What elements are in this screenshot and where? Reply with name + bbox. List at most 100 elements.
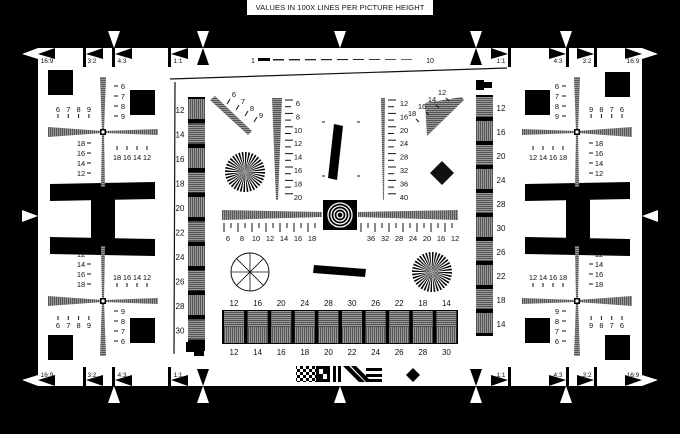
wedge-tick <box>253 116 258 123</box>
aspect-bar <box>168 48 171 67</box>
siemens-star-left <box>245 162 264 172</box>
black-square <box>48 335 73 360</box>
i-shape-left <box>50 182 155 201</box>
aspect-bar <box>508 48 511 67</box>
corner-marker <box>476 80 484 90</box>
cross-wedge-h <box>48 296 103 306</box>
siemens-star-left <box>225 172 245 176</box>
aspect-flag <box>86 48 103 59</box>
corner-label: 14 <box>77 260 85 269</box>
siemens-star-left <box>245 172 249 192</box>
siemens-star-left <box>245 152 251 172</box>
siemens-star-right <box>432 265 452 272</box>
corner-label: 16 <box>123 273 131 282</box>
aspect-label-16-9: 16:9 <box>627 58 640 65</box>
frame-hourglass <box>197 31 209 48</box>
cross-center <box>101 130 105 134</box>
corner-label: 14 <box>595 159 603 168</box>
siemens-star-right <box>432 252 434 272</box>
scale-label-start: 1 <box>251 58 255 65</box>
cross-wedge-v <box>575 132 579 187</box>
aspect-flag <box>491 375 508 386</box>
siemens-star-left <box>245 172 255 191</box>
corner-label: 14 <box>77 159 85 168</box>
corner-label: 6 <box>620 321 624 330</box>
logo <box>406 368 420 382</box>
bottom-bar-top-label: 22 <box>395 299 404 308</box>
siemens-star-right <box>412 272 432 276</box>
aspect-label-4-3: 4:3 <box>117 58 126 65</box>
left-strip-label: 22 <box>176 229 185 238</box>
frame-hourglass <box>470 369 482 386</box>
corner-label: 14 <box>539 153 547 162</box>
v-wedge-right-label: 28 <box>400 153 408 162</box>
chart-header: VALUES IN 100X LINES PER PICTURE HEIGHT <box>247 0 433 15</box>
siemens-star-left <box>245 172 265 178</box>
aspect-flag-169 <box>625 375 642 386</box>
aspect-label-3-2: 3:2 <box>87 58 96 65</box>
siemens-star-left <box>245 165 265 172</box>
siemens-star-left <box>226 172 245 182</box>
cross-wedge-v <box>101 132 105 187</box>
left-strip-label: 14 <box>176 131 185 140</box>
v-wedge-left-label: 6 <box>296 99 300 108</box>
siemens-star-left <box>241 152 245 172</box>
frame-triangle <box>334 386 346 403</box>
right-strip-label: 26 <box>497 248 506 257</box>
corner-label: 8 <box>555 102 559 111</box>
bottom-bar-bottom-label: 12 <box>230 348 239 357</box>
cross-wedge-v <box>101 246 105 301</box>
diag-right-label: 16 <box>418 102 426 111</box>
bar-patch <box>365 327 386 343</box>
corner-label: 7 <box>66 321 70 330</box>
frame-hourglass <box>470 31 482 48</box>
bottom-bar-top-label: 14 <box>442 299 451 308</box>
siemens-star-right <box>432 252 438 272</box>
aspect-label-1-1: 1:1 <box>496 58 505 65</box>
aspect-label-16-9: 16:9 <box>41 372 54 379</box>
siemens-star-left <box>245 153 254 172</box>
left-strip-label: 30 <box>176 327 185 336</box>
v-wedge-right-label: 32 <box>400 166 408 175</box>
aspect-bar <box>594 367 597 386</box>
siemens-star-left <box>230 172 245 188</box>
cross-wedge-h <box>577 127 632 137</box>
siemens-star-right <box>432 272 448 287</box>
right-strip-segment <box>476 97 493 117</box>
frame-triangle <box>108 386 120 403</box>
v-wedge-right-label: 16 <box>400 112 408 121</box>
h-wedge-left-label: 14 <box>280 234 288 243</box>
siemens-star-right <box>432 272 452 278</box>
horizontal-wedge-right <box>358 210 458 220</box>
right-strip-label: 16 <box>497 128 506 137</box>
h-wedge-right-label: 28 <box>395 234 403 243</box>
bottom-bar-top-label: 18 <box>418 299 427 308</box>
aspect-arrow-169 <box>22 48 38 59</box>
checker-coarse <box>319 369 323 374</box>
cross-center <box>101 299 105 303</box>
cross-wedge-h <box>48 127 103 137</box>
bar-patch <box>294 327 315 343</box>
corner-label: 9 <box>87 321 91 330</box>
corner-label: 14 <box>133 273 141 282</box>
corner-label: 18 <box>113 153 121 162</box>
h-wedge-right-label: 36 <box>367 234 375 243</box>
center-target <box>323 200 357 230</box>
v-wedge-left-label: 20 <box>294 193 302 202</box>
corner-label: 9 <box>121 112 125 121</box>
corner-label: 8 <box>599 321 603 330</box>
siemens-star-right <box>432 262 451 272</box>
left-strip-segment <box>188 148 205 168</box>
siemens-star-left <box>228 172 245 185</box>
left-strip-segment <box>188 99 205 119</box>
siemens-star-left <box>236 172 245 191</box>
black-square <box>48 70 73 95</box>
aspect-label-3-2: 3:2 <box>582 58 591 65</box>
vertical-wedge-right <box>381 98 385 200</box>
diag-left-label: 7 <box>241 97 245 106</box>
target-ring <box>336 211 344 219</box>
corner-label: 18 <box>595 280 603 289</box>
aspect-arrow-169 <box>22 375 38 386</box>
bar-patch <box>224 311 244 327</box>
